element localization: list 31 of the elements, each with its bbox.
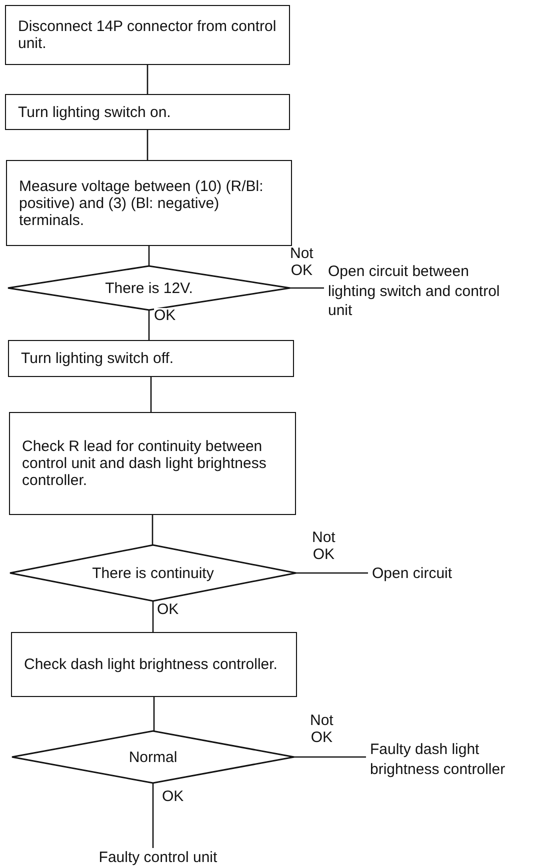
- connector-line: [290, 287, 324, 289]
- step-text: Disconnect 14P connector from control unit.: [18, 18, 278, 52]
- step-text: Check dash light brightness controller.: [24, 656, 278, 673]
- connector-line: [152, 783, 154, 848]
- decision-text: There is continuity: [92, 564, 214, 582]
- process-box: [5, 94, 290, 130]
- connector-line: [294, 756, 366, 758]
- decision-text: Normal: [128, 748, 178, 766]
- process-box: [6, 160, 292, 246]
- decision-text: There is 12V.: [105, 280, 193, 296]
- result-text: Open circuit between lighting switch and control unit: [328, 262, 500, 322]
- result-text: Faulty control unit: [58, 848, 258, 868]
- connector-line: [148, 310, 150, 340]
- connector-line: [152, 515, 154, 545]
- step-text: Turn lighting switch on.: [18, 104, 171, 120]
- connector-line: [152, 601, 154, 632]
- step-text: Measure voltage between (10) (R/Bl: positive) and (3) (Bl: negative) terminals.: [19, 178, 264, 228]
- result-text: Faulty dash light brightness controller: [370, 740, 549, 780]
- process-box: [11, 632, 297, 697]
- connector-line: [150, 377, 152, 412]
- step-text: Check R lead for continuity between control unit and dash light brightness controller.: [22, 438, 268, 489]
- connector-line: [153, 697, 155, 731]
- connector-line: [148, 246, 150, 266]
- result-text: Open circuit: [372, 564, 492, 584]
- process-box: [9, 412, 296, 515]
- connector-line: [146, 65, 148, 94]
- process-box: [5, 5, 290, 65]
- connector-line: [146, 130, 148, 160]
- step-text: Turn lighting switch off.: [21, 350, 174, 367]
- process-box: [8, 340, 294, 377]
- connector-line: [296, 572, 368, 574]
